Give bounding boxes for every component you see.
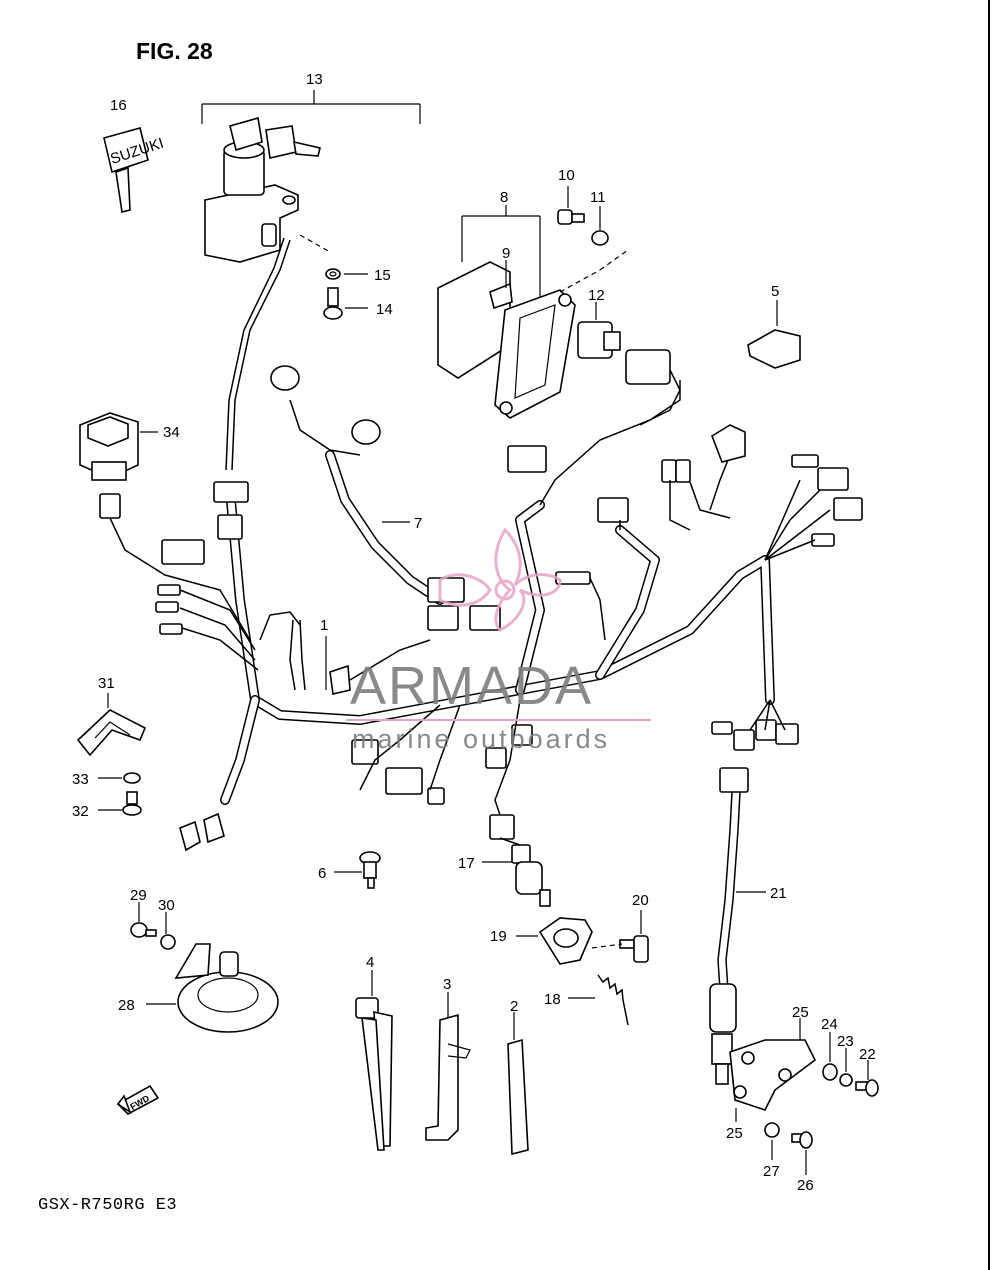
- page-edge: [988, 0, 1000, 1270]
- washer-23: [839, 1048, 853, 1087]
- cover-5: [747, 300, 801, 369]
- callout-30: 30: [158, 897, 175, 914]
- switch-34: [79, 412, 158, 481]
- callout-6: 6: [318, 865, 326, 882]
- callout-23: 23: [837, 1033, 854, 1050]
- bolt-32: [98, 791, 142, 816]
- bolt-6: [334, 851, 381, 889]
- fwd-arrow-icon: FWD: [116, 1084, 160, 1115]
- bolt-26: [791, 1131, 813, 1175]
- callout-7: 7: [414, 515, 422, 532]
- watermark-divider: [346, 719, 651, 721]
- connectors: [99, 365, 863, 852]
- main-harness: [220, 485, 775, 805]
- callout-27: 27: [763, 1163, 780, 1180]
- callout-5: 5: [771, 283, 779, 300]
- callout-8: 8: [500, 189, 508, 206]
- callout-10: 10: [558, 167, 575, 184]
- clamp-31: [76, 693, 147, 757]
- washer-30: [160, 912, 176, 950]
- callout-24: 24: [821, 1016, 838, 1033]
- cable-tie-4: [355, 970, 393, 1151]
- callout-20: 20: [632, 892, 649, 909]
- bracket-19: [516, 917, 593, 965]
- callout-26: 26: [797, 1177, 814, 1194]
- callout-labels: 13 16 15 14 8 9 10 11 12 5 34 7 1 31 33 …: [72, 71, 876, 1194]
- callout-bracket-13: [201, 90, 421, 124]
- washer-11: [591, 206, 609, 246]
- watermark-tagline: marine outboards: [352, 724, 611, 754]
- callout-21: 21: [770, 885, 787, 902]
- callout-15: 15: [374, 267, 391, 284]
- callout-25-bottom: 25: [726, 1125, 743, 1142]
- callout-22: 22: [859, 1046, 876, 1063]
- fuse-holder-12: [577, 302, 681, 426]
- callout-16: 16: [110, 97, 127, 114]
- bracket-9: [494, 249, 629, 419]
- callout-18: 18: [544, 991, 561, 1008]
- ignition-key: SUZUKI: [103, 127, 166, 213]
- washer-24: [822, 1032, 838, 1081]
- callout-28: 28: [118, 997, 135, 1014]
- ignition-switch: [204, 116, 321, 263]
- callout-11: 11: [590, 189, 606, 206]
- spring-18: [568, 974, 629, 1026]
- callout-14: 14: [376, 301, 393, 318]
- bolt-10: [557, 186, 585, 225]
- bracket-25: [729, 1018, 817, 1122]
- callout-3: 3: [443, 976, 451, 993]
- callout-34: 34: [163, 424, 180, 441]
- figure-title: FIG. 28: [136, 38, 213, 64]
- callout-2: 2: [510, 998, 518, 1015]
- callout-17: 17: [458, 855, 475, 872]
- watermark-brand: ARMADA: [350, 656, 594, 716]
- bolt-20: [591, 910, 649, 963]
- sub-harness-7: [225, 237, 445, 605]
- switch-17: [482, 837, 551, 907]
- callout-32: 32: [72, 803, 89, 820]
- callout-25-top: 25: [792, 1004, 809, 1021]
- clamp-3: [425, 992, 471, 1141]
- callout-12: 12: [588, 287, 605, 304]
- callout-33: 33: [72, 771, 89, 788]
- callout-19: 19: [490, 928, 507, 945]
- bolt-29: [130, 902, 157, 938]
- callout-1: 1: [320, 617, 328, 634]
- washer-33: [98, 772, 141, 784]
- bolt-22: [855, 1060, 879, 1097]
- screw-14: [323, 287, 368, 320]
- callout-9: 9: [502, 245, 510, 262]
- washer-15: [299, 234, 368, 280]
- washer-27: [764, 1122, 780, 1160]
- callout-4: 4: [366, 954, 374, 971]
- watermark-logo-icon: [438, 527, 562, 632]
- clamp-2: [507, 1012, 529, 1156]
- horn-28: [146, 943, 279, 1033]
- callout-31: 31: [98, 675, 115, 692]
- model-code: GSX-R750RG E3: [38, 1196, 178, 1215]
- callout-13: 13: [306, 71, 323, 88]
- callout-29: 29: [130, 887, 147, 904]
- sensor-cable-21: [709, 791, 766, 1085]
